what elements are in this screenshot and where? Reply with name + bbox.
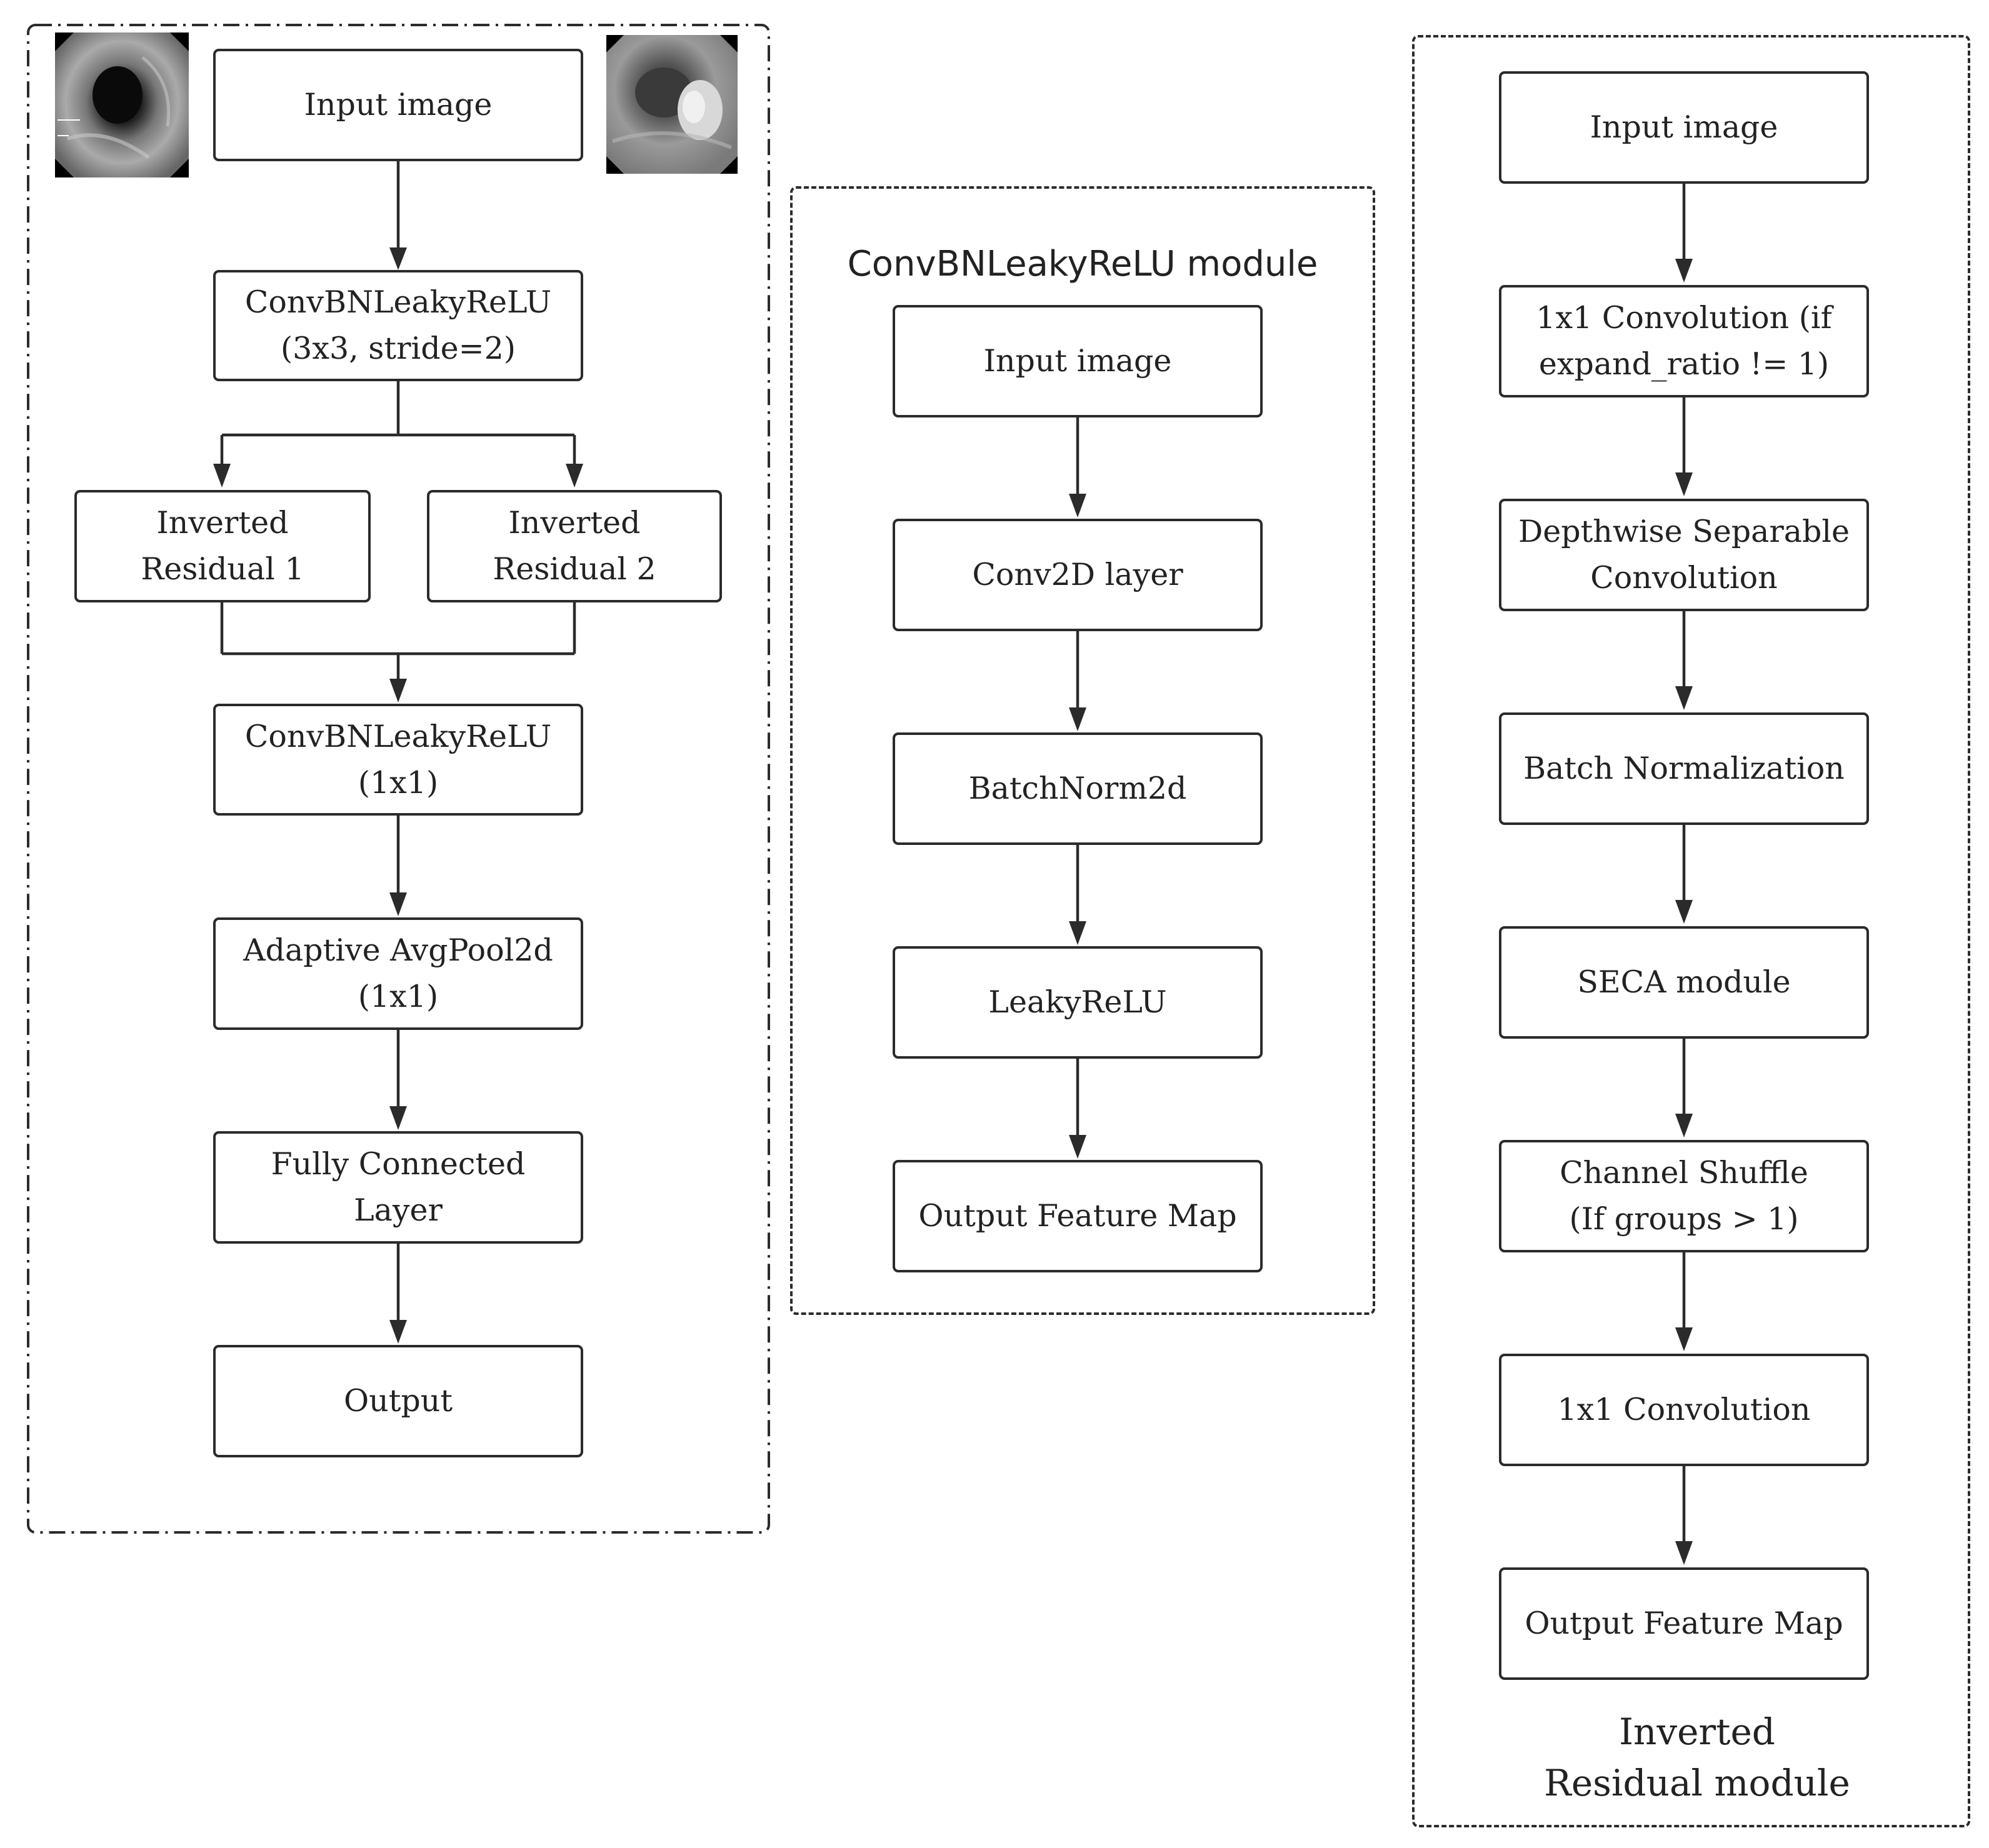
arrowhead bbox=[1675, 900, 1693, 924]
arrowhead bbox=[1675, 1541, 1693, 1565]
fully-connected-box: Fully Connected Layer bbox=[213, 1131, 583, 1244]
arrowhead bbox=[1069, 1135, 1086, 1159]
seca-module-box: SECA module bbox=[1499, 926, 1869, 1039]
adaptive-avgpool-box: Adaptive AvgPool2d (1x1) bbox=[213, 917, 583, 1030]
output-label: Output bbox=[343, 1383, 453, 1419]
ir-module-output-box: Output Feature Map bbox=[1499, 1567, 1869, 1680]
batch-normalization-box: Batch Normalization bbox=[1499, 712, 1869, 825]
arrowhead bbox=[1069, 707, 1086, 731]
line-conv1-split bbox=[220, 381, 576, 479]
conv-bn-leaky-relu-3x3-box: ConvBNLeakyReLU (3x3, stride=2) bbox=[213, 270, 583, 381]
arrowhead bbox=[1069, 494, 1086, 517]
conv2d-layer-label: Conv2D layer bbox=[972, 557, 1183, 592]
fully-connected-label: Fully Connected Layer bbox=[271, 1146, 526, 1228]
depthwise-separable-label: Depthwise Separable Convolution bbox=[1518, 514, 1850, 596]
conv-module-title: ConvBNLeakyReLU module bbox=[847, 244, 1318, 284]
inverted-residual-2-box: Inverted Residual 2 bbox=[427, 490, 722, 602]
endoscopy-image-right bbox=[606, 35, 738, 174]
ir-module-input-label: Input image bbox=[1590, 109, 1778, 145]
inverted-residual-2-label: Inverted Residual 2 bbox=[493, 505, 656, 587]
depthwise-separable-box: Depthwise Separable Convolution bbox=[1499, 499, 1869, 611]
arrowhead bbox=[566, 464, 583, 487]
ir-module-title: Inverted Residual module bbox=[1544, 1711, 1850, 1804]
main-input-image-label: Input image bbox=[304, 87, 493, 122]
conv-module-output-box: Output Feature Map bbox=[893, 1160, 1263, 1272]
conv-module-input-label: Input image bbox=[983, 343, 1172, 379]
ir-module-input-box: Input image bbox=[1499, 71, 1869, 184]
arrowhead bbox=[213, 464, 231, 487]
conv-bn-leaky-relu-1x1-label: ConvBNLeakyReLU (1x1) bbox=[244, 718, 552, 801]
arrowhead bbox=[389, 679, 407, 702]
arrowhead bbox=[1675, 686, 1693, 710]
output-box: Output bbox=[213, 1345, 583, 1457]
arrowhead bbox=[389, 892, 407, 916]
channel-shuffle-label: Channel Shuffle (If groups > 1) bbox=[1560, 1155, 1808, 1237]
leaky-relu-label: LeakyReLU bbox=[988, 984, 1167, 1020]
conv-module-input-box: Input image bbox=[893, 305, 1263, 417]
adaptive-avgpool-label: Adaptive AvgPool2d (1x1) bbox=[243, 932, 553, 1014]
channel-shuffle-box: Channel Shuffle (If groups > 1) bbox=[1499, 1140, 1869, 1252]
ir-1x1-expand-label: 1x1 Convolution (if expand_ratio != 1) bbox=[1536, 300, 1832, 382]
conv-bn-leaky-relu-3x3-label: ConvBNLeakyReLU (3x3, stride=2) bbox=[244, 284, 552, 366]
arrowhead bbox=[1675, 1114, 1693, 1137]
seca-module-label: SECA module bbox=[1577, 964, 1791, 1000]
inverted-residual-1-box: Inverted Residual 1 bbox=[74, 490, 371, 602]
arrowhead bbox=[1675, 472, 1693, 496]
ir-1x1-convolution-box: 1x1 Convolution bbox=[1499, 1354, 1869, 1466]
batchnorm2d-box: BatchNorm2d bbox=[893, 732, 1263, 845]
conv-module-output-label: Output Feature Map bbox=[918, 1198, 1237, 1234]
conv2d-layer-box: Conv2D layer bbox=[893, 519, 1263, 631]
batch-normalization-label: Batch Normalization bbox=[1523, 751, 1845, 786]
arrowhead bbox=[1069, 921, 1086, 945]
endoscopy-image-left bbox=[55, 32, 189, 177]
inverted-residual-1-label: Inverted Residual 1 bbox=[141, 505, 304, 587]
batchnorm2d-label: BatchNorm2d bbox=[968, 771, 1187, 806]
arrowhead bbox=[1675, 1327, 1693, 1351]
main-input-image-box: Input image bbox=[213, 49, 583, 161]
conv-bn-leaky-relu-1x1-box: ConvBNLeakyReLU (1x1) bbox=[213, 704, 583, 816]
ir-module-output-label: Output Feature Map bbox=[1525, 1606, 1843, 1641]
ir-1x1-convolution-label: 1x1 Convolution bbox=[1557, 1392, 1811, 1427]
arrowhead bbox=[389, 1320, 407, 1344]
ir-1x1-expand-box: 1x1 Convolution (if expand_ratio != 1) bbox=[1499, 285, 1869, 397]
arrowhead bbox=[1675, 259, 1693, 282]
ir-module-frame bbox=[1412, 35, 1970, 1827]
leaky-relu-box: LeakyReLU bbox=[893, 946, 1263, 1059]
arrowhead bbox=[389, 247, 407, 270]
conv-module-frame bbox=[790, 186, 1375, 1315]
arrowhead bbox=[389, 1106, 407, 1130]
